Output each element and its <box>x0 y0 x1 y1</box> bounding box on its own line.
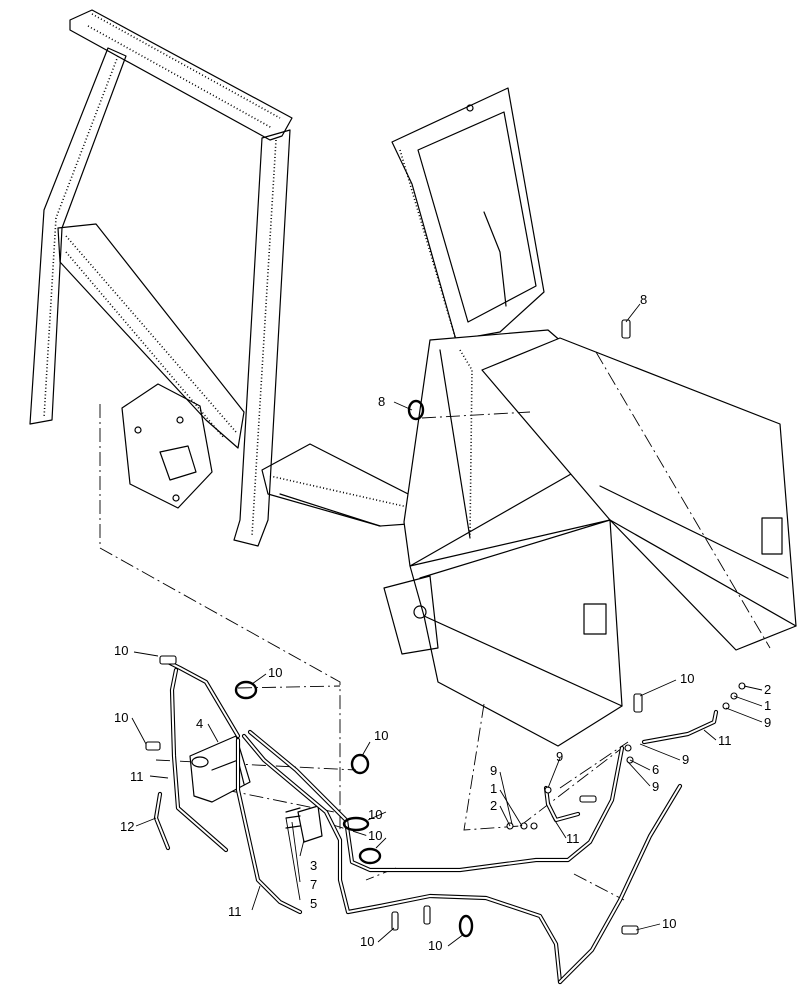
callout-10-h: 10 <box>428 938 442 953</box>
callout-11-a: 11 <box>130 769 144 784</box>
callout-6: 6 <box>652 762 659 777</box>
callout-10-b: 10 <box>268 665 282 680</box>
washer-pump <box>285 805 323 843</box>
side-console <box>383 329 797 747</box>
callout-12: 12 <box>120 819 134 834</box>
callout-9-a: 9 <box>764 715 771 730</box>
callout-9-d: 9 <box>556 749 563 764</box>
callout-10-e: 10 <box>368 807 382 822</box>
callout-9-c: 9 <box>652 779 659 794</box>
callout-11-d: 11 <box>566 831 580 846</box>
callout-5: 5 <box>310 896 317 911</box>
washer-hoses <box>153 659 719 985</box>
callout-10-c: 10 <box>114 710 128 725</box>
callout-10-a: 10 <box>114 643 128 658</box>
callout-10-g: 10 <box>360 934 374 949</box>
callout-9-b: 9 <box>682 752 689 767</box>
callout-10-f: 10 <box>368 828 382 843</box>
callout-9-e: 9 <box>490 763 497 778</box>
callout-11-c: 11 <box>718 733 732 748</box>
callout-1-a: 1 <box>764 698 771 713</box>
clamps <box>145 319 746 938</box>
callout-10-j: 10 <box>662 916 676 931</box>
callout-1-b: 1 <box>490 781 497 796</box>
callout-3: 3 <box>310 858 317 873</box>
callout-4: 4 <box>196 716 203 731</box>
callout-labels: 10 10 10 4 10 11 12 10 10 3 7 5 11 10 10… <box>114 292 771 953</box>
callout-8-a: 8 <box>378 394 385 409</box>
callout-2-a: 2 <box>764 682 771 697</box>
callout-8-b: 8 <box>640 292 647 307</box>
leader-lines <box>131 303 763 947</box>
callout-2-b: 2 <box>490 798 497 813</box>
callout-7: 7 <box>310 877 317 892</box>
callout-10-d: 10 <box>374 728 388 743</box>
rops-frame <box>29 9 421 547</box>
window-frame <box>391 87 545 341</box>
washer-reservoir <box>189 735 251 803</box>
callout-10-i: 10 <box>680 671 694 686</box>
callout-11-b: 11 <box>228 904 242 919</box>
